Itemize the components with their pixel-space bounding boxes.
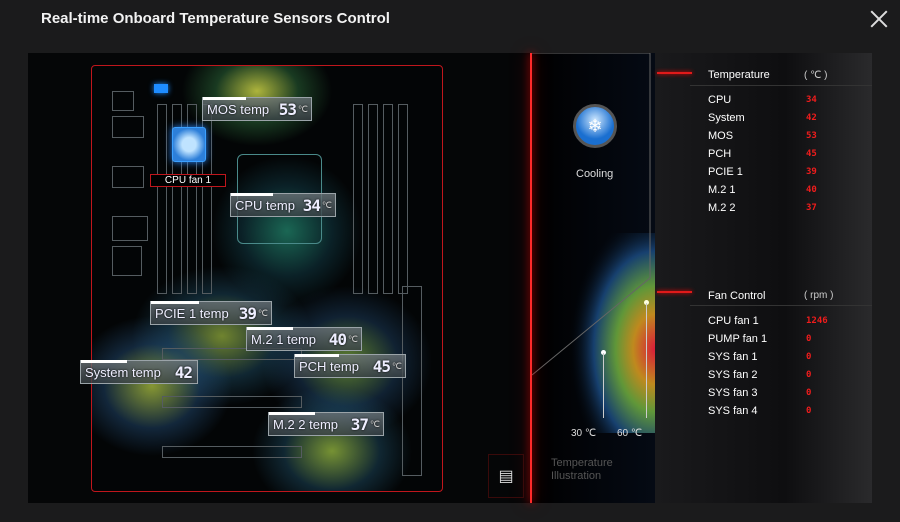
sensor-name: M.2 2 temp: [273, 416, 339, 432]
fan-control-header: Fan Control: [708, 290, 766, 302]
temperature-row-value: 42: [806, 113, 817, 123]
fan-row-value: 0: [806, 370, 812, 380]
thermometer-snowflake-icon: ❄: [587, 115, 603, 136]
sensor-unit: ℃: [347, 333, 358, 344]
board-swap-icon: ▤: [498, 468, 514, 485]
sensor-unit: ℃: [391, 360, 402, 371]
sensor-m2-2[interactable]: M.2 2 temp 37℃: [268, 412, 384, 436]
motherboard-map: [91, 65, 443, 492]
divider: [690, 305, 872, 306]
sensor-cpu[interactable]: CPU temp 34℃: [230, 193, 336, 217]
window-title: Real-time Onboard Temperature Sensors Co…: [41, 10, 390, 27]
sensor-unit: ℃: [321, 199, 332, 210]
fan-header-highlight: [154, 84, 168, 93]
sensor-name: M.2 1 temp: [251, 331, 317, 347]
scale-graphic: [530, 53, 655, 433]
sensor-value: 42: [174, 362, 193, 382]
sensor-value: 37: [350, 414, 369, 434]
temperature-row-value: 53: [806, 131, 817, 141]
temperature-row-value: 37: [806, 203, 817, 213]
fan-row-value: 0: [806, 334, 812, 344]
sensor-value: 40: [328, 329, 347, 349]
sensor-value: 34: [302, 195, 321, 215]
sensor-m2-1[interactable]: M.2 1 temp 40℃: [246, 327, 362, 351]
temperature-row-label: M.2 2: [708, 202, 736, 214]
sensor-name: MOS temp: [207, 101, 270, 117]
fan-row-label: SYS fan 1: [708, 351, 758, 363]
high-scale-marker: [644, 300, 649, 305]
toggle-illustration-button[interactable]: ▤: [488, 454, 524, 498]
temperature-row-label: CPU: [708, 94, 732, 106]
temperature-row-label: System: [708, 112, 745, 124]
fan-row-value: 1246: [806, 316, 828, 326]
sensor-value: 53: [278, 99, 297, 119]
sensor-name: System temp: [85, 364, 161, 380]
temperature-row-value: 39: [806, 167, 817, 177]
fan-unit: ( rpm ): [804, 290, 834, 301]
temperature-row-label: M.2 1: [708, 184, 736, 196]
fan-row-label: CPU fan 1: [708, 315, 759, 327]
illustration-label: Temperature Illustration: [551, 457, 613, 482]
temperature-row-label: PCH: [708, 148, 732, 160]
temperature-header: Temperature: [708, 69, 770, 81]
sensor-pch[interactable]: PCH temp 45℃: [294, 354, 406, 378]
temperature-row-value: 45: [806, 149, 817, 159]
sensor-name: PCH temp: [299, 358, 359, 374]
sensor-name: PCIE 1 temp: [155, 305, 229, 321]
temperature-row-value: 34: [806, 95, 817, 105]
sensor-unit: ℃: [369, 418, 380, 429]
scale-high-label: 60 ℃: [617, 428, 643, 439]
fan-row-label: SYS fan 3: [708, 387, 758, 399]
fan-row-label: PUMP fan 1: [708, 333, 768, 345]
fan-header-accent: [657, 291, 692, 293]
sensor-pcie1[interactable]: PCIE 1 temp 39℃: [150, 301, 272, 325]
temperature-unit: ( ℃ ): [804, 70, 828, 81]
temperature-row-label: MOS: [708, 130, 734, 142]
cooling-label: Cooling: [576, 168, 614, 180]
sensor-unit: ℃: [257, 307, 268, 318]
sensor-value: 39: [238, 303, 257, 323]
fan-row-label: SYS fan 2: [708, 369, 758, 381]
sensor-system[interactable]: System temp 42: [80, 360, 198, 384]
temp-header-accent: [657, 72, 692, 74]
divider: [690, 85, 872, 86]
fan-row-value: 0: [806, 352, 812, 362]
fan-row-label: SYS fan 4: [708, 405, 758, 417]
low-scale-marker: [601, 350, 606, 355]
sensor-value: 45: [372, 356, 391, 376]
sensor-mos[interactable]: MOS temp 53℃: [202, 97, 312, 121]
cpu-fan-icon[interactable]: [172, 127, 206, 162]
temperature-row-value: 40: [806, 185, 817, 195]
scale-low-label: 30 ℃: [571, 428, 597, 439]
fan-row-value: 0: [806, 406, 812, 416]
temperature-row-label: PCIE 1: [708, 166, 743, 178]
cooling-mode-button[interactable]: ❄: [573, 104, 617, 148]
fan-row-value: 0: [806, 388, 812, 398]
cpu-fan-label: CPU fan 1: [150, 174, 226, 187]
sensor-name: CPU temp: [235, 197, 295, 213]
readings-panel: [655, 53, 872, 503]
sensor-unit: ℃: [297, 103, 308, 114]
close-button[interactable]: [868, 8, 890, 30]
high-scale-line: [646, 303, 647, 418]
red-divider: [530, 53, 532, 503]
low-scale-line: [603, 353, 604, 418]
